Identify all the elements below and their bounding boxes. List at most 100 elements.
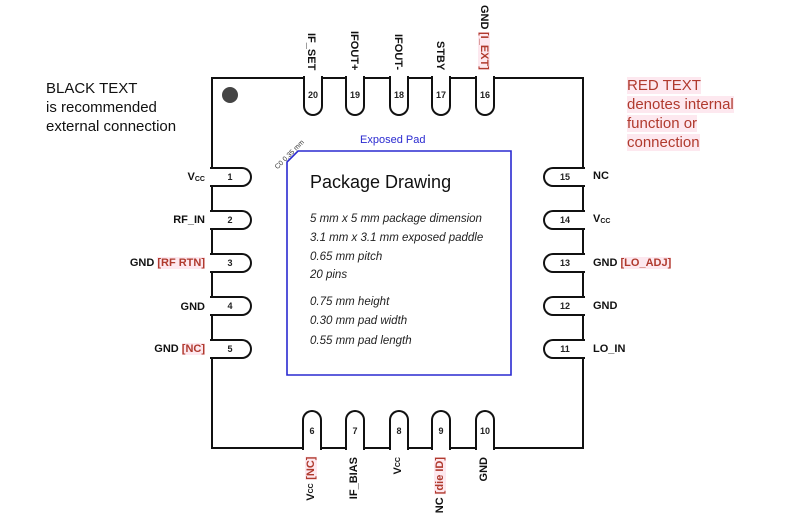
pin-label-text: STBY: [434, 40, 446, 70]
pin-1: 1: [210, 167, 252, 187]
spec-line: 3.1 mm x 3.1 mm exposed paddle: [310, 232, 484, 244]
pin-1-label: VCC: [5, 171, 205, 183]
pin-number: 17: [435, 90, 446, 100]
pin-8: 8: [389, 410, 409, 450]
spec-line: 5 mm x 5 mm package dimension: [310, 213, 482, 225]
pin-label-text: LO_IN: [593, 343, 626, 355]
pin-label-text: connection: [627, 133, 734, 152]
spec-line: 0.30 mm pad width: [310, 315, 408, 327]
pin-label-text: GND: [129, 257, 155, 269]
pin-number: 4: [227, 301, 233, 311]
spec-line: 20 pins: [310, 269, 348, 281]
internal-function: [die ID]: [434, 457, 446, 495]
pin1-indicator-dot: [222, 87, 238, 103]
pin-number: 13: [559, 258, 570, 268]
pin-number: 18: [393, 90, 404, 100]
legend-line: BLACK TEXT: [46, 80, 138, 97]
pin-12-label: GND: [593, 300, 617, 312]
pin-label-text: IF_BIAS: [348, 457, 360, 500]
pin-label-text: NC: [434, 497, 446, 514]
pin-number: 7: [352, 426, 358, 436]
spec-line: 0.55 mm pad length: [310, 335, 412, 347]
pin-6-label: VCC [NC]: [305, 457, 317, 501]
pin-label-text: V: [392, 467, 404, 475]
pin-number: 16: [479, 90, 490, 100]
pin-number: 6: [309, 426, 315, 436]
pin-6: 6: [302, 410, 322, 450]
pin-number: 2: [227, 215, 233, 225]
internal-function: [NC]: [305, 457, 317, 481]
pin-label-text: CC: [395, 457, 402, 468]
pin-7: 7: [345, 410, 365, 450]
pin-14: 14: [543, 210, 585, 230]
pin-label-text: CC: [600, 218, 611, 225]
internal-function: [NC]: [181, 343, 205, 355]
legend-black-text: BLACK TEXT is recommended external conne…: [46, 79, 176, 136]
internal-function: [I_EXT]: [478, 32, 490, 70]
pin-19: 19: [345, 76, 365, 116]
internal-function: [LO_ADJ]: [620, 257, 672, 269]
pin-18-label: IFOUT-: [392, 34, 404, 70]
pin-16-label: GND [I_EXT]: [478, 5, 490, 70]
pin-label-text: CC: [308, 483, 315, 494]
pin-4-label: GND: [5, 301, 205, 313]
pin-3: 3: [210, 253, 252, 273]
pin-label-text: CC: [194, 176, 205, 183]
pin-number: 8: [396, 426, 402, 436]
pin-16: 16: [475, 76, 495, 116]
pin-label-text: RED TEXT: [627, 76, 734, 95]
pin-17-label: STBY: [434, 41, 446, 70]
pin-17: 17: [431, 76, 451, 116]
pin-7-label: IF_BIAS: [348, 457, 360, 499]
pin-2: 2: [210, 210, 252, 230]
exposed-pad: [286, 150, 512, 376]
pin-11-label: LO_IN: [593, 343, 625, 355]
pin-number: 10: [479, 426, 490, 436]
pin-10: 10: [475, 410, 495, 450]
spec-line: 0.75 mm height: [310, 296, 390, 308]
pin-label-text: RF_IN: [173, 214, 205, 226]
pin-19-label: IFOUT+: [348, 31, 360, 70]
pin-number: 3: [227, 258, 233, 268]
legend-line: denotes internal: [627, 96, 734, 113]
pin-label-text: IFOUT-: [392, 33, 404, 70]
pin-number: 11: [560, 344, 570, 354]
pin-label-text: IFOUT+: [348, 30, 360, 70]
pin-label-text: IF_SET: [305, 32, 317, 70]
package-title: Package Drawing: [310, 172, 452, 192]
pin-label-text: GND: [154, 343, 179, 355]
legend-line: is recommended: [46, 99, 157, 116]
pin-label-text: V: [593, 213, 601, 225]
pin-label-text: GND: [593, 257, 618, 269]
pin-15: 15: [543, 167, 585, 187]
legend-line: function or: [627, 115, 698, 132]
pin-label-text: function or: [627, 114, 734, 133]
pin-5: 5: [210, 339, 252, 359]
pin-15-label: NC: [593, 170, 609, 182]
pin-label-text: GND: [478, 457, 490, 482]
pin-11: 11: [543, 339, 585, 359]
pin-2-label: RF_IN: [5, 214, 205, 226]
pin-label-text: denotes internal: [627, 95, 734, 114]
pin-18: 18: [389, 76, 409, 116]
pin-number: 9: [438, 426, 444, 436]
legend-line: connection: [627, 134, 700, 151]
spec-line: 0.65 mm pitch: [310, 251, 383, 263]
pin-13-label: GND [LO_ADJ]: [593, 257, 672, 269]
pin-20: 20: [303, 76, 323, 116]
pin-number: 19: [349, 90, 360, 100]
pin-label-text: GND: [593, 300, 618, 312]
pin-13: 13: [543, 253, 585, 273]
exposed-pad-label: Exposed Pad: [360, 134, 426, 146]
pin-label-text: GND: [478, 4, 490, 30]
pin-14-label: VCC: [593, 213, 610, 225]
pin-12: 12: [543, 296, 585, 316]
pin-20-label: IF_SET: [305, 33, 317, 70]
pin-number: 12: [559, 301, 570, 311]
pin-number: 14: [559, 215, 570, 225]
pin-4: 4: [210, 296, 252, 316]
pin-label-text: [286, 150, 512, 376]
pin-label-text: V: [305, 493, 317, 501]
pin-label-text: V: [187, 171, 195, 183]
